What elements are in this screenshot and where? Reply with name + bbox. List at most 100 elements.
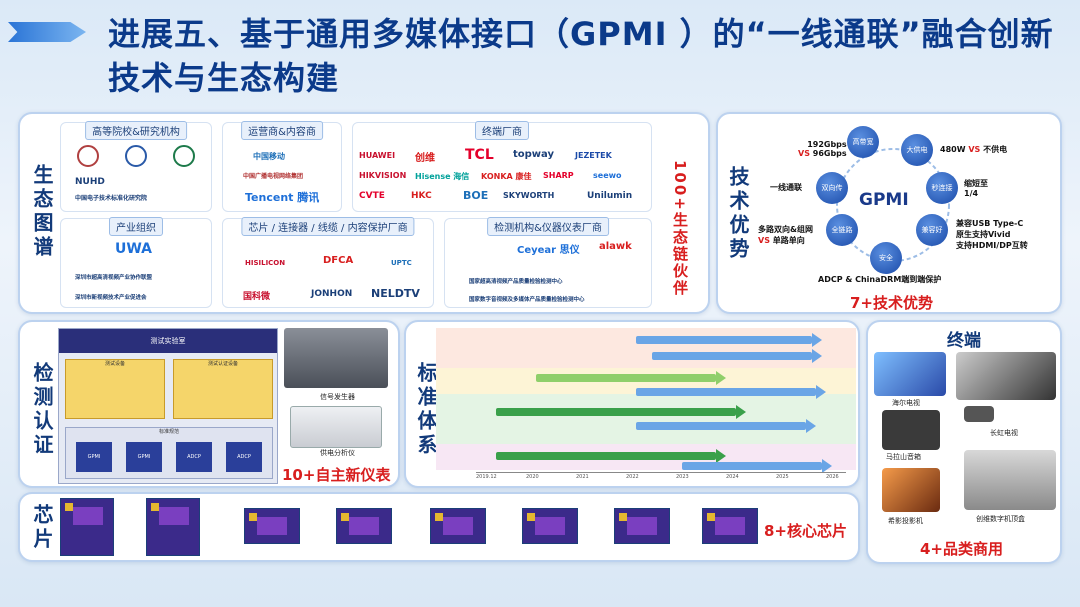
org-logo: 深圳市超高清视频产业协作联盟 [75,275,153,281]
device-label: 马拉山音箱 [886,453,921,461]
tech-label-one-line: 一线通联 [770,183,802,192]
year-label: 2021 [576,474,589,480]
std-axis [476,472,846,473]
device-image [882,468,940,512]
year-label: 2026 [826,474,839,480]
chip-image [522,508,578,544]
device-image [882,410,940,450]
row-label-chip: 芯片 [30,504,54,552]
tech-label-compat: 兼容USB Type-C 原生支持Vivid 支持HDMI/DP互转 [956,219,1028,250]
org-logo: UWA [115,241,153,257]
spec-item: ADCP [226,442,262,472]
terminals-title: 终端厂商 [475,121,529,140]
tech-node: 安全 [870,242,902,274]
terminal-logo: KONKA 康佳 [481,172,532,181]
chipmaker-logo: 国科微 [243,292,271,302]
standards-panel: 标准体系 2019.12 2020 2021 2022 2023 2024 20… [404,320,860,488]
test-equip-title: 测试设备 [104,361,125,367]
test-equip-box: 测试设备 [65,359,165,419]
std-arrow [682,459,832,473]
chip-image [430,508,486,544]
chip-panel: 芯片 8+核心芯片 [18,492,860,562]
std-band [436,394,856,444]
operators-title: 运营商&内容商 [241,121,323,140]
tech-label-bandwidth: 192Gbps VS 96Gbps [798,140,847,158]
device-image [956,352,1056,400]
std-band [436,328,856,368]
chipmaker-logo: HISILICON [245,259,286,267]
device-label: 海尔电视 [892,399,920,407]
tech-label-protect: ADCP & ChinaDRM端到端保护 [818,275,942,284]
tech-label-fast: 缩短至 1/4 [964,179,988,198]
terminal-logo: CVTE [359,191,385,201]
operator-logo: 中国广播电视网络集团 [243,173,304,180]
test-cert-box: 测试认证设备 [173,359,273,419]
tech-center: GPMI [859,190,909,210]
spec-title: 标准规范 [158,429,179,435]
ecosystem-panel: 生态图谱 高等院校&研究机构 NUHD 中国电子技术标准化研究院 运营商&内容商… [18,112,710,314]
year-label: 2020 [526,474,539,480]
tech-node: 大供电 [901,134,933,166]
power-analyzer-label: 供电分析仪 [320,449,355,457]
terminals-title: 终端 [947,331,981,351]
tech-label-multi: 多路双向&组网 VS 单路单向 [758,225,813,245]
operator-logo: 中国移动 [253,152,285,161]
chip-image [702,508,758,544]
row-label-standards: 标准体系 [414,362,438,458]
chipmaker-logo: NELDTV [371,287,420,300]
labs-box: 检测机构&仪器仪表厂商 Ceyear 思仪 alawk 国家超高清视频产品质量检… [444,217,652,308]
org-logo: 深圳市新视频技术产业促进会 [75,295,147,301]
spec-item: ADCP [176,442,212,472]
terminal-logo: topway [513,149,555,160]
lab-logo: Ceyear 思仪 [517,245,580,256]
chips-note: 8+核心芯片 [764,522,848,540]
std-arrow [496,405,746,419]
chipmaker-logo: JONHON [311,289,353,299]
chipmaker-logo: UPTC [391,259,412,267]
academia-title: 高等院校&研究机构 [85,121,187,140]
power-analyzer-image [290,406,382,448]
row-label-tech: 技术优势 [726,166,750,262]
academia-seal-icon [77,145,99,167]
year-label: 2022 [626,474,639,480]
lab-logo: alawk [599,241,632,252]
terminal-logo: JEZETEK [575,151,612,160]
tech-note: 7+技术优势 [850,294,934,312]
academia-seal-icon [125,145,147,167]
tech-label-power: 480W VS 不供电 [940,145,1008,154]
lab-logo: 国家超高清视频产品质量检验检测中心 [469,279,563,285]
year-label: 2019.12 [476,474,497,480]
page-title: 进展五、基于通用多媒体接口（GPMI ）的“一线通联”融合创新技术与生态构建 [108,15,1054,97]
terminal-logo: seewo [593,171,622,180]
terminal-logo: Hisense 海信 [415,172,470,181]
terminal-logo: Unilumin [587,191,633,201]
test-lab-title: 测试实验室 [59,329,277,353]
orgs-box: 产业组织 UWA 深圳市超高清视频产业协作联盟 深圳市新视频技术产业促进会 [60,217,212,308]
test-lab-diagram: 测试实验室 测试设备 测试认证设备 标准规范 GPMI GPMI ADCP AD… [58,328,278,484]
std-arrow [536,371,726,385]
terminal-logo: HUAWEI [359,151,396,160]
chip-image [614,508,670,544]
chevron-icon [8,22,86,42]
labs-title: 检测机构&仪器仪表厂商 [487,217,609,236]
spec-item: GPMI [76,442,112,472]
terminal-logo: 创维 [415,153,435,164]
terminals-panel: 终端 海尔电视 长虹电视 马拉山音箱 电视 希影投影机 创维数字机顶盒 4+品类… [866,320,1062,564]
academia-seal-icon [173,145,195,167]
academia-logo: NUHD [75,177,105,187]
year-label: 2025 [776,474,789,480]
signal-generator-image [284,328,388,388]
tech-node: 全链路 [826,214,858,246]
tech-node: 兼容好 [916,214,948,246]
tech-node: 秒连接 [926,172,958,204]
device-label: 希影投影机 [888,517,923,525]
terminal-logo: BOE [463,189,489,202]
standards-timeline: 2019.12 2020 2021 2022 2023 2024 2025 20… [436,328,856,480]
chipmaker-logo: DFCA [323,255,354,266]
row-label-testing: 检测认证 [30,362,54,458]
academia-box: 高等院校&研究机构 NUHD 中国电子技术标准化研究院 [60,121,212,212]
std-arrow [652,349,822,363]
tech-panel: 技术优势 GPMI 高带宽 大供电 秒连接 兼容好 全链路 双向传 安全 192… [716,112,1062,314]
lab-logo: 国家数字音视频及多媒体产品质量检验检测中心 [469,297,585,303]
academia-logo: 中国电子技术标准化研究院 [75,195,148,202]
